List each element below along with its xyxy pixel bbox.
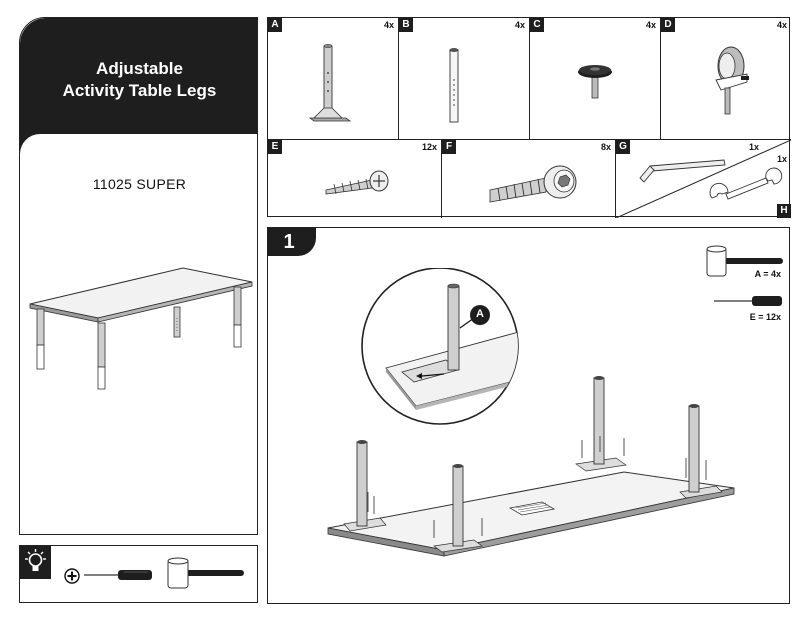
- callout-letter: A: [476, 308, 484, 320]
- leg-with-mount-plate-icon: [308, 44, 352, 122]
- glide-foot-icon: [578, 65, 612, 99]
- part-letter: D: [661, 18, 675, 32]
- step-number-badge: 1: [268, 228, 316, 256]
- part-cell-d: D 4x: [661, 18, 791, 140]
- table-underside-illustration: [327, 376, 735, 557]
- part-cell-f: F 8x: [442, 140, 616, 218]
- rubber-mallet-icon: [167, 557, 244, 589]
- part-quantity-h: 1x: [776, 154, 787, 164]
- title-band: [20, 18, 257, 154]
- title-line-1: Adjustable: [96, 59, 183, 78]
- legend-label-e: E = 12x: [749, 312, 781, 322]
- tip-badge: [20, 546, 51, 579]
- part-quantity: 4x: [514, 20, 525, 30]
- title-line-2: Activity Table Legs: [62, 81, 217, 100]
- rubber-mallet-icon: [706, 245, 783, 277]
- part-quantity-g: 1x: [748, 142, 759, 152]
- diagonal-divider: [616, 140, 791, 218]
- caster-wheel-icon: [715, 46, 749, 115]
- phillips-screwdriver-icon: [714, 296, 782, 306]
- product-code: 11025 SUPER: [92, 176, 187, 192]
- part-letter: A: [268, 18, 282, 32]
- parts-list: A 4x B 4x C 4x D 4x: [267, 17, 791, 218]
- part-letter: C: [530, 18, 544, 32]
- part-letter: B: [399, 18, 413, 32]
- allen-key-icon: [639, 159, 726, 183]
- part-cell-gh: G 1x 1x H: [616, 140, 791, 218]
- leg-extension-tube-icon: [449, 48, 459, 123]
- wrench-icon: [709, 167, 783, 200]
- detail-callout: [361, 268, 519, 425]
- cover-card: Adjustable Activity Table Legs 11025 SUP…: [19, 17, 258, 535]
- tools-needed-card: [19, 545, 258, 603]
- part-letter: E: [268, 140, 282, 154]
- part-cell-a: A 4x: [268, 18, 399, 140]
- part-letter: F: [442, 140, 456, 154]
- part-quantity: 8x: [600, 142, 611, 152]
- part-quantity: 4x: [776, 20, 787, 30]
- part-cell-b: B 4x: [399, 18, 530, 140]
- phillips-screwdriver-icon: [84, 570, 152, 580]
- step-1-panel: 1 A = 4x E = 12x A: [267, 227, 790, 604]
- hex-bolt-icon: [489, 165, 577, 203]
- part-cell-e: E 12x: [268, 140, 442, 218]
- part-cell-c: C 4x: [530, 18, 661, 140]
- part-letter: H: [777, 204, 791, 218]
- part-quantity: 4x: [383, 20, 394, 30]
- wood-screw-icon: [325, 170, 389, 195]
- phillips-head-icon: [64, 568, 80, 584]
- part-letter: G: [616, 140, 630, 154]
- legend-label-a: A = 4x: [754, 269, 781, 279]
- part-quantity: 4x: [645, 20, 656, 30]
- lightbulb-icon: [25, 549, 46, 571]
- activity-table-illustration: [29, 267, 253, 390]
- part-quantity: 12x: [421, 142, 437, 152]
